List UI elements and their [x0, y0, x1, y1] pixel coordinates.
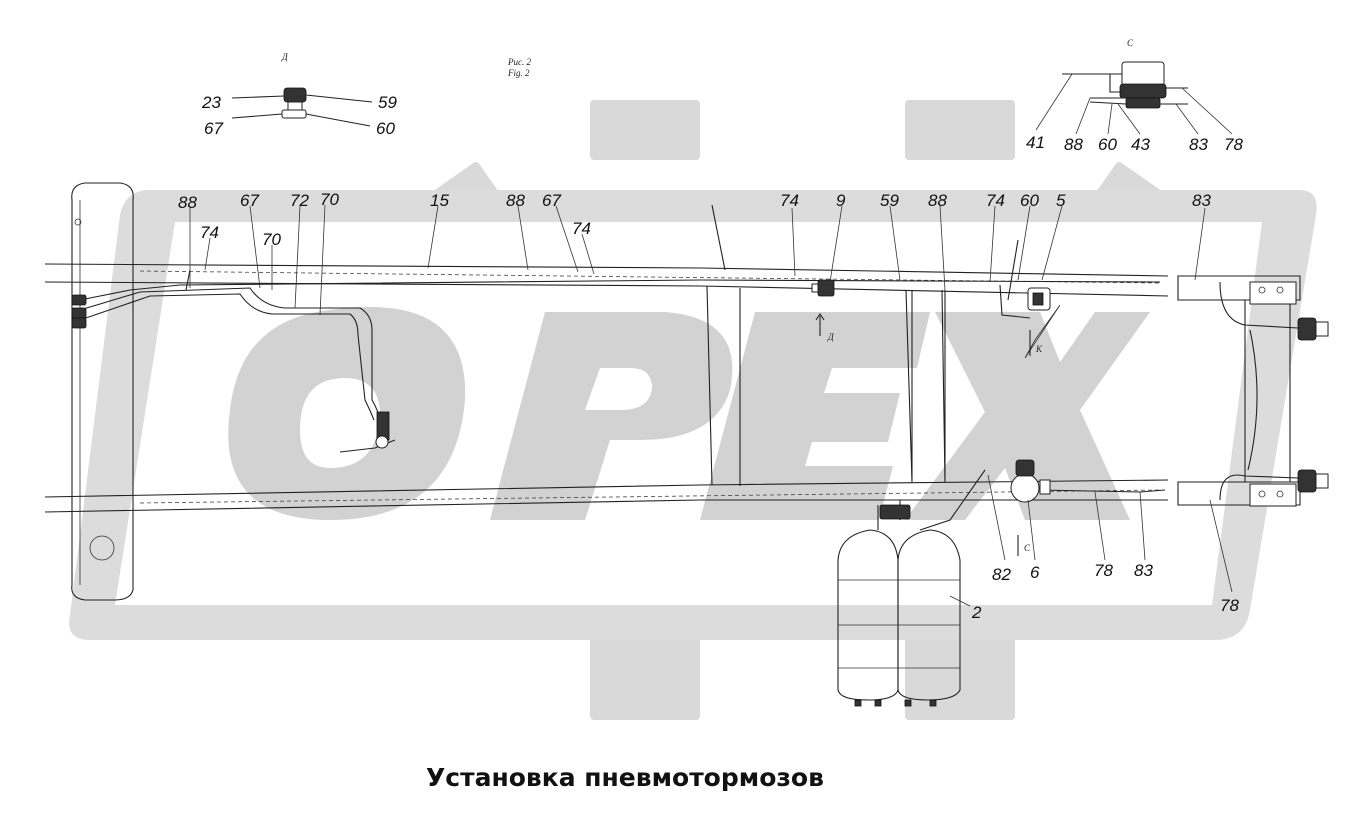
rear-brake-chamber-top [1297, 317, 1329, 341]
view-c-letter: С [1127, 38, 1134, 48]
components [71, 279, 1061, 707]
leader-lines [189, 204, 1233, 607]
callout-74-c: 74 [780, 191, 799, 210]
callout-70-a: 70 [320, 190, 339, 209]
callout-2: 2 [971, 603, 982, 622]
callout-5: 5 [1056, 191, 1066, 210]
air-lines [79, 204, 1299, 531]
callout-83-a: 83 [1192, 191, 1211, 210]
view-d-letter: Д [281, 52, 289, 62]
valve-6 [1010, 459, 1051, 503]
callout-72: 72 [290, 191, 309, 210]
fig-note-en: Fig. 2 [507, 68, 530, 78]
rear-brake-chamber-bottom [1297, 469, 1329, 493]
view-c-label-60: 60 [1098, 135, 1117, 154]
view-c-label-41: 41 [1026, 133, 1045, 152]
callout-74-b: 74 [572, 219, 591, 238]
callout-6: 6 [1030, 563, 1040, 582]
view-d-label-23: 23 [201, 93, 221, 112]
valve-9 [811, 279, 835, 297]
callout-78-a: 78 [1094, 561, 1113, 580]
section-mark-d: Д [827, 332, 835, 342]
callout-70-b: 70 [262, 230, 281, 249]
callout-60: 60 [1020, 191, 1039, 210]
view-c-label-88: 88 [1064, 135, 1083, 154]
callout-15: 15 [430, 191, 449, 210]
callout-9: 9 [836, 191, 846, 210]
callout-83-b: 83 [1134, 561, 1153, 580]
view-d-label-59: 59 [378, 93, 397, 112]
main-callouts: 88 74 67 72 70 70 15 88 67 74 74 9 59 88… [178, 190, 1239, 622]
section-mark-k: К [1035, 344, 1043, 354]
callout-82: 82 [992, 565, 1011, 584]
callout-74-d: 74 [986, 191, 1005, 210]
view-c-label-83: 83 [1189, 135, 1208, 154]
section-mark-c: С [1024, 543, 1031, 553]
section-marks: Д К С [815, 313, 1043, 556]
callout-78-b: 78 [1220, 596, 1239, 615]
view-d-label-67: 67 [204, 119, 223, 138]
callout-88-a: 88 [178, 193, 197, 212]
air-receivers [837, 504, 961, 707]
callout-88-b: 88 [506, 191, 525, 210]
view-d-label-60: 60 [376, 119, 395, 138]
callout-88-c: 88 [928, 191, 947, 210]
callout-59: 59 [880, 191, 899, 210]
fig-note-ru: Рис. 2 [507, 57, 531, 67]
callout-74-a: 74 [200, 223, 219, 242]
chassis-frame [44, 182, 1329, 601]
view-c-label-43: 43 [1131, 135, 1150, 154]
watermark [69, 100, 1317, 720]
diagram-title: Установка пневмотормозов [426, 763, 824, 792]
detail-view-d: Д 23 59 67 60 [201, 52, 397, 138]
detail-view-c: С 41 88 60 43 83 78 [1026, 38, 1243, 154]
callout-67-a: 67 [240, 191, 259, 210]
view-c-label-78: 78 [1224, 135, 1243, 154]
brake-pedal-valve [339, 411, 396, 453]
callout-67-b: 67 [542, 191, 561, 210]
fig-note: Рис. 2 Fig. 2 [507, 57, 531, 78]
